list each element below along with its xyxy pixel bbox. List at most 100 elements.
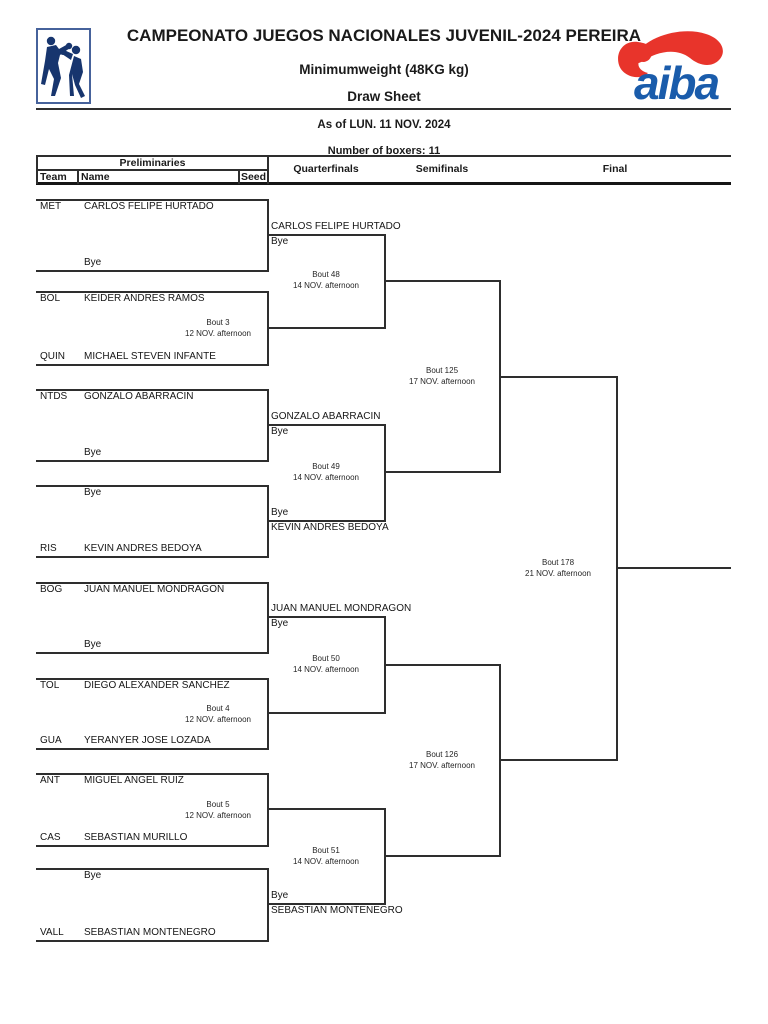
bout-label: Bout 4 [206,704,230,713]
bracket-line [36,199,268,201]
bracket-line [384,855,501,857]
bout-label: Bout 3 [206,318,230,327]
bracket-line [267,712,385,714]
bye-label: Bye [84,639,102,650]
bracket-line [267,616,385,618]
bracket-line [36,582,268,584]
bout-label: Bout 5 [206,800,230,809]
col-preliminaries: Preliminaries [119,157,186,169]
bye-label: Bye [271,426,289,437]
prelim-entrant-team: TOL [40,680,60,691]
bracket-line [36,556,268,558]
prelim-entrant-team: BOG [40,584,63,595]
bout-schedule: 17 NOV. afternoon [409,761,475,770]
header-rule [36,108,731,110]
bracket-line [36,364,268,366]
bout-label: Bout 178 [541,558,575,567]
qf-winner-name: CARLOS FELIPE HURTADO [271,221,401,232]
bracket-line [36,389,268,391]
prelim-entrant-team: MET [40,201,62,212]
bye-label: Bye [84,870,102,881]
qf-winner-name: JUAN MANUEL MONDRAGON [271,603,412,614]
prelim-entrant-team: ANT [40,775,60,786]
bracket-line [499,759,617,761]
col-quarterfinals: Quarterfinals [293,163,359,175]
bye-label: Bye [84,487,102,498]
bracket-line [499,376,617,378]
bout-schedule: 14 NOV. afternoon [293,665,359,674]
aiba-logo-text: aiba [634,57,719,108]
event-title: CAMPEONATO JUEGOS NACIONALES JUVENIL-202… [126,26,642,45]
prelim-entrant-team: BOL [40,293,61,304]
bout-label: Bout 48 [312,270,340,279]
bout-info: Bout 178 21 NOV. afternoon [498,557,618,579]
bracket-line [36,485,268,487]
prelim-entrant-team: GUA [40,735,62,746]
as-of-date: As of LUN. 11 NOV. 2024 [317,119,451,131]
boxing-pictogram-icon [36,28,91,104]
bracket-line [267,327,385,329]
table-border [36,169,269,171]
bout-schedule: 14 NOV. afternoon [293,857,359,866]
bracket-line [36,270,268,272]
aiba-logo: aiba [610,24,728,109]
prelim-entrant-name: SEBASTIAN MONTENEGRO [84,927,216,938]
bye-label: Bye [271,890,289,901]
bout-schedule: 14 NOV. afternoon [293,473,359,482]
prelim-entrant-team: QUIN [40,351,65,362]
col-team: Team [40,171,67,183]
bracket-line [267,678,269,750]
prelim-entrant-name: MIGUEL ANGEL RUIZ [84,775,184,786]
weight-class: Minimumweight (48KG kg) [299,62,469,77]
col-seed: Seed [240,171,267,183]
bracket-line [36,845,268,847]
bout-info: Bout 3 12 NOV. afternoon [158,317,278,339]
bout-label: Bout 126 [425,750,459,759]
bout-info: Bout 49 14 NOV. afternoon [266,461,386,483]
bracket-line [384,424,386,522]
prelim-entrant-team: CAS [40,832,61,843]
bracket-line [384,471,501,473]
bracket-line [384,664,501,666]
bout-info: Bout 126 17 NOV. afternoon [382,749,502,771]
qf-winner-name: KEVIN ANDRES BEDOYA [271,522,389,533]
bout-label: Bout 49 [312,462,340,471]
bracket-line [36,940,268,942]
prelim-entrant-name: SEBASTIAN MURILLO [84,832,188,843]
winner-line [616,567,731,569]
bye-label: Bye [84,257,102,268]
bracket-line [267,582,269,654]
bout-info: Bout 48 14 NOV. afternoon [266,269,386,291]
prelim-entrant-name: KEVIN ANDRES BEDOYA [84,543,202,554]
header-rule [36,155,731,157]
qf-winner-name: GONZALO ABARRACIN [271,411,381,422]
bracket-line [36,652,268,654]
bout-schedule: 17 NOV. afternoon [409,377,475,386]
bout-label: Bout 51 [312,846,340,855]
bracket-line [384,280,501,282]
bracket-line [267,424,385,426]
bye-label: Bye [271,618,289,629]
sheet-title: Draw Sheet [347,89,421,104]
bout-info: Bout 50 14 NOV. afternoon [266,653,386,675]
prelim-entrant-name: CARLOS FELIPE HURTADO [84,201,214,212]
prelim-entrant-name: YERANYER JOSE LOZADA [84,735,211,746]
bout-info: Bout 5 12 NOV. afternoon [158,799,278,821]
prelim-entrant-name: KEIDER ANDRES RAMOS [84,293,205,304]
bout-schedule: 12 NOV. afternoon [185,715,251,724]
bye-label: Bye [271,236,289,247]
bracket-line [267,868,269,942]
bye-label: Bye [271,507,289,518]
prelim-entrant-name: DIEGO ALEXANDER SANCHEZ [84,680,230,691]
prelim-entrant-name: MICHAEL STEVEN INFANTE [84,351,216,362]
prelim-entrant-name: GONZALO ABARRACIN [84,391,194,402]
bracket-line [36,460,268,462]
prelim-entrant-team: RIS [40,543,57,554]
bracket-line [267,520,385,522]
header-rule-thick [36,182,731,185]
bout-schedule: 12 NOV. afternoon [185,329,251,338]
table-border [77,169,79,184]
bout-info: Bout 51 14 NOV. afternoon [266,845,386,867]
bout-label: Bout 50 [312,654,340,663]
